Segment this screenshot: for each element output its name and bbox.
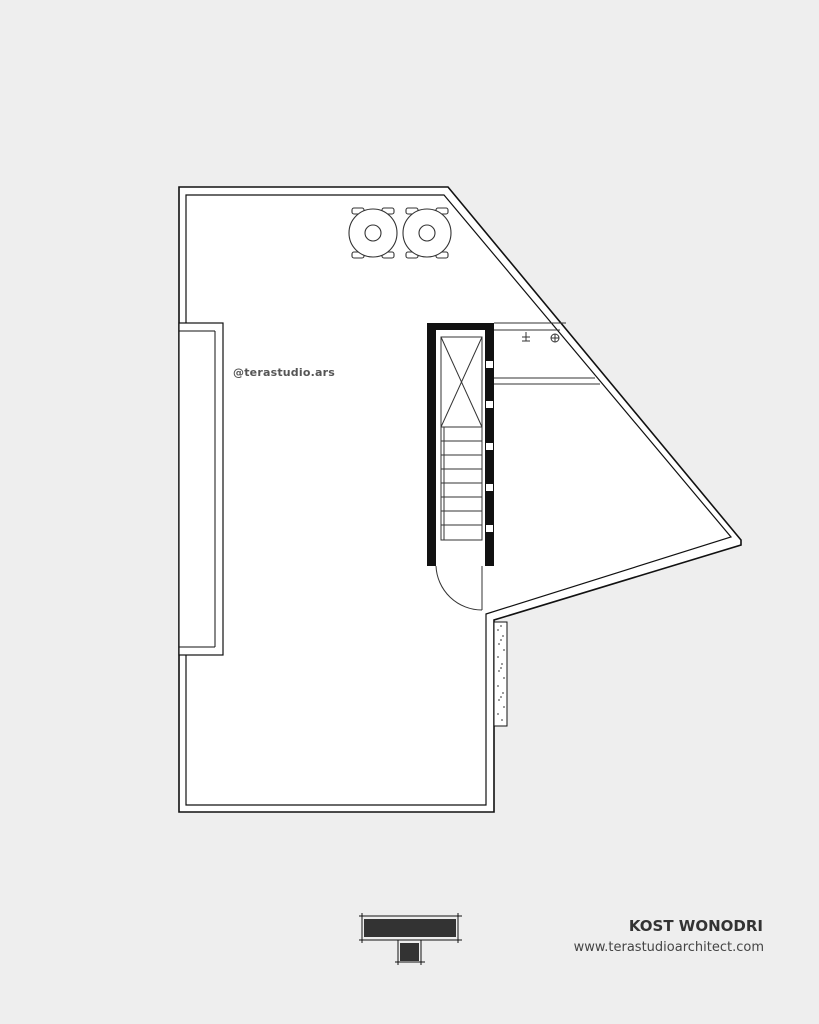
website-link[interactable]: www.terastudioarchitect.com <box>573 940 764 955</box>
planter-strip-icon <box>493 621 508 727</box>
partition-lines <box>494 322 600 385</box>
switch-icon <box>522 332 530 342</box>
swing-door-icon <box>435 565 483 611</box>
studio-logo-icon <box>359 913 462 965</box>
staircase-icon <box>427 323 494 566</box>
project-title: KOST WONODRI <box>628 917 763 935</box>
left-window <box>178 322 224 656</box>
ceiling-lamp-icon <box>550 333 560 343</box>
dining-table-chairs-icon <box>348 207 452 259</box>
watermark-text: @terastudio.ars <box>233 366 335 379</box>
